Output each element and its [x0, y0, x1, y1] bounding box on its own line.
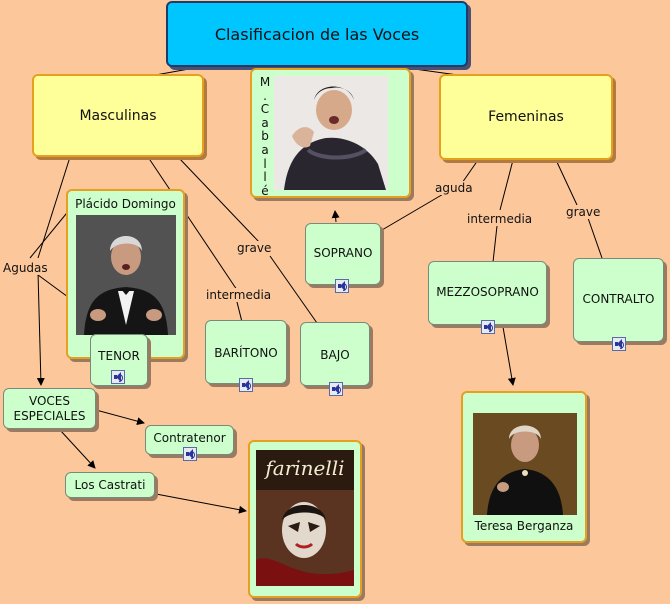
berganza-image-node[interactable]: Teresa Berganza: [461, 391, 587, 543]
placido-photo: [76, 215, 176, 335]
link-label-agudas: Agudas: [2, 261, 49, 275]
speaker-icon[interactable]: [612, 337, 626, 351]
link-label-grave-masc: grave: [236, 241, 273, 255]
speaker-icon[interactable]: [335, 279, 349, 293]
placido-image-node[interactable]: Plácido Domingo: [66, 189, 185, 359]
speaker-icon[interactable]: [183, 447, 197, 461]
title-node[interactable]: Clasificacion de las Voces: [166, 1, 468, 67]
voces-especiales-label-line2: ESPECIALES: [13, 408, 86, 423]
contratenor-label: Contratenor: [153, 431, 226, 445]
caballe-caption: M . C a b a l l é: [259, 75, 271, 198]
caballe-photo: [274, 76, 388, 190]
voces-especiales-label-line1: VOCES: [28, 393, 71, 408]
link-label-intermedia-masc: intermedia: [205, 288, 273, 302]
soprano-node[interactable]: SOPRANO: [305, 223, 381, 293]
mezzosoprano-label: MEZZOSOPRANO: [436, 285, 539, 299]
baritono-label: BARÍTONO: [214, 346, 278, 360]
caballe-image-node[interactable]: M . C a b a l l é: [250, 68, 411, 198]
bajo-node[interactable]: BAJO: [300, 322, 370, 396]
contralto-label: CONTRALTO: [582, 292, 655, 306]
contralto-node[interactable]: CONTRALTO: [573, 258, 664, 351]
soprano-label: SOPRANO: [313, 246, 373, 260]
link-label-intermedia-fem: intermedia: [466, 212, 534, 226]
speaker-icon[interactable]: [111, 370, 125, 384]
femeninas-label: Femeninas: [488, 109, 564, 125]
link-label-aguda-fem: aguda: [434, 181, 474, 195]
masculinas-node[interactable]: Masculinas: [32, 74, 204, 157]
berganza-photo: [473, 413, 577, 515]
voces-especiales-node[interactable]: VOCES ESPECIALES: [3, 388, 96, 429]
speaker-icon[interactable]: [239, 378, 253, 392]
los-castrati-label: Los Castrati: [74, 477, 146, 492]
baritono-node[interactable]: BARÍTONO: [205, 320, 287, 392]
mezzosoprano-node[interactable]: MEZZOSOPRANO: [428, 261, 547, 334]
placido-caption: Plácido Domingo: [75, 197, 176, 211]
link-label-grave-fem: grave: [565, 205, 602, 219]
farinelli-title: farinelli: [265, 456, 345, 480]
contratenor-node[interactable]: Contratenor: [145, 425, 234, 461]
femeninas-node[interactable]: Femeninas: [439, 74, 613, 160]
speaker-icon[interactable]: [481, 320, 495, 334]
masculinas-label: Masculinas: [79, 107, 157, 124]
berganza-caption: Teresa Berganza: [474, 519, 574, 533]
farinelli-image-node[interactable]: farinelli: [248, 440, 362, 598]
farinelli-poster: farinelli: [256, 450, 354, 586]
tenor-node[interactable]: TENOR: [90, 334, 148, 386]
speaker-icon[interactable]: [329, 382, 343, 396]
los-castrati-node[interactable]: Los Castrati: [65, 472, 155, 498]
tenor-label: TENOR: [98, 349, 140, 363]
bajo-label: BAJO: [320, 348, 350, 362]
title-text: Clasificacion de las Voces: [214, 24, 420, 44]
